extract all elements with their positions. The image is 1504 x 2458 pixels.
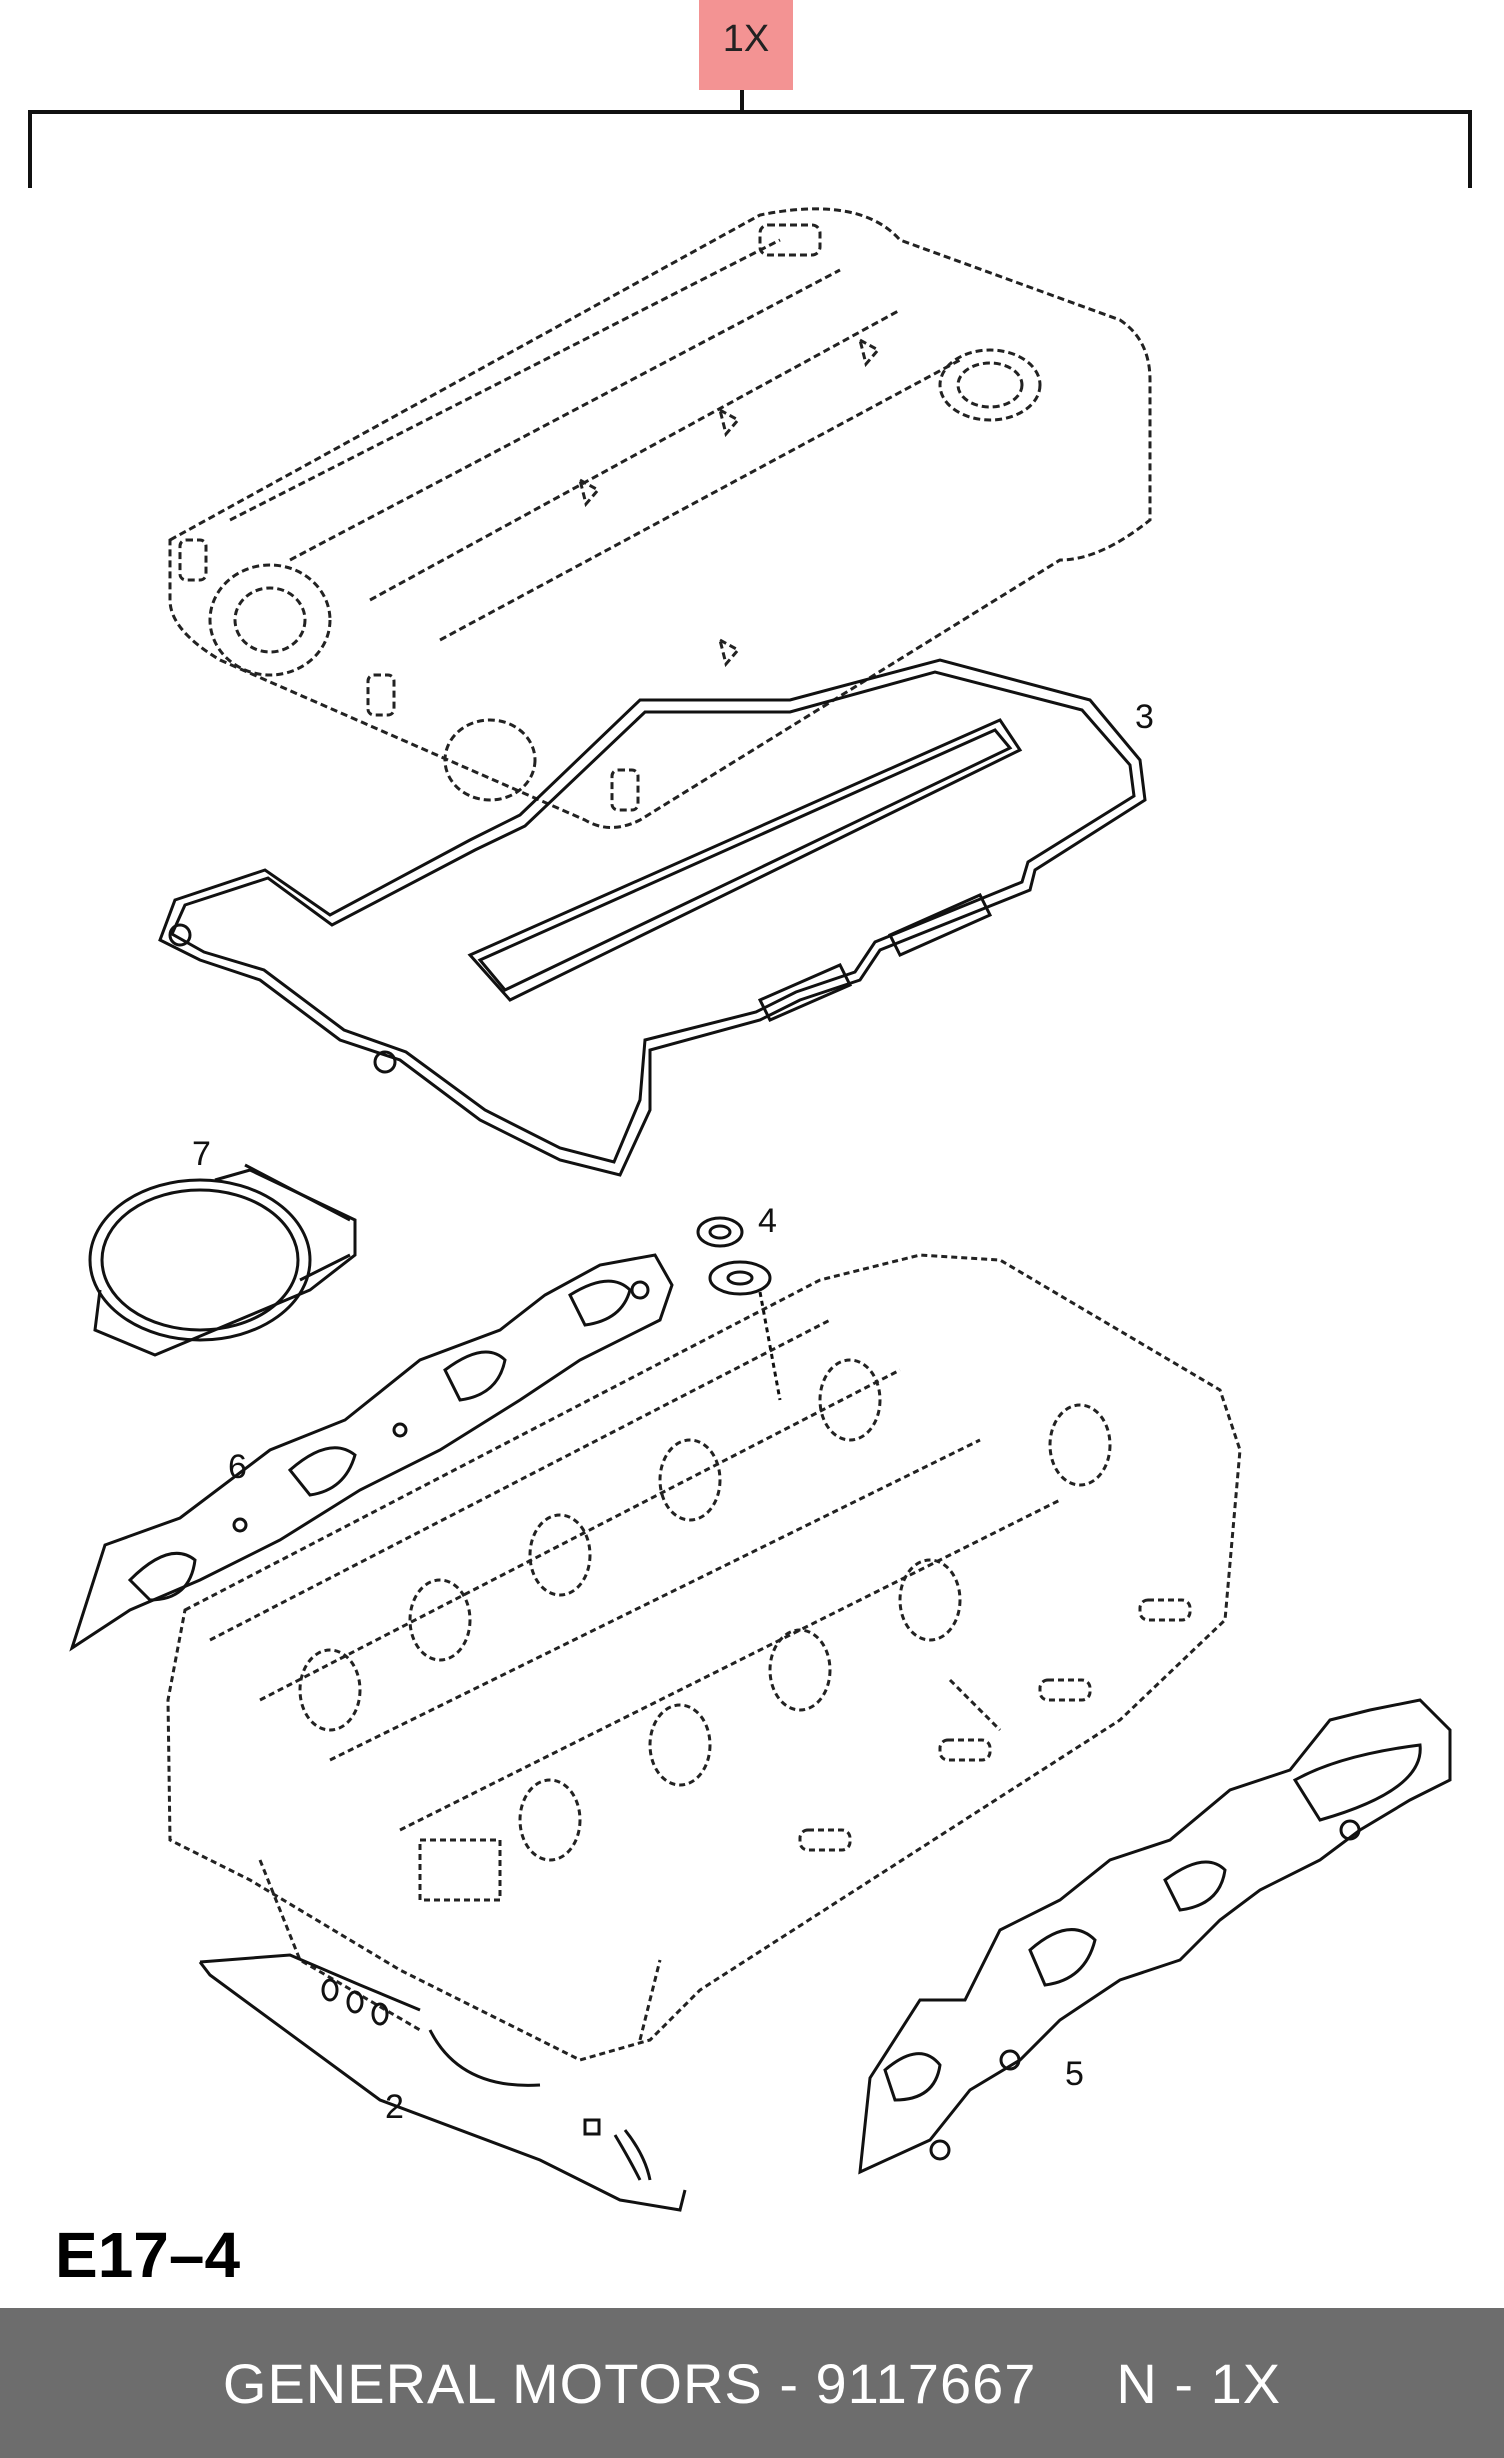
set-bracket — [28, 90, 1472, 188]
callout-7: 7 — [192, 1135, 211, 1173]
footer-bar: GENERAL MOTORS - 9117667 N - 1X — [0, 2308, 1504, 2458]
footer-quantity: N - 1X — [1116, 2351, 1282, 2415]
throttle-gasket — [88, 1163, 357, 1357]
callout-3: 3 — [1135, 698, 1154, 736]
callout-2: 2 — [385, 2088, 404, 2126]
cover-gasket — [158, 658, 1147, 1177]
callout-4: 4 — [758, 1202, 777, 1240]
callout-6: 6 — [228, 1448, 247, 1486]
diagram-code: E17–4 — [55, 2219, 241, 2291]
exhaust-manifold-gasket — [858, 1698, 1452, 2175]
valve-seals — [696, 1216, 782, 1401]
head-gasket — [198, 1953, 687, 2212]
intake-manifold-gasket — [69, 1253, 674, 1652]
cylinder-head-cover — [168, 207, 1152, 829]
quantity-tag — [699, 0, 793, 90]
callout-5: 5 — [1065, 2055, 1084, 2093]
footer-part-number: GENERAL MOTORS - 9117667 — [222, 2351, 1037, 2415]
quantity-tag-label: 1X — [722, 18, 770, 60]
cylinder-head — [166, 1253, 1242, 2062]
